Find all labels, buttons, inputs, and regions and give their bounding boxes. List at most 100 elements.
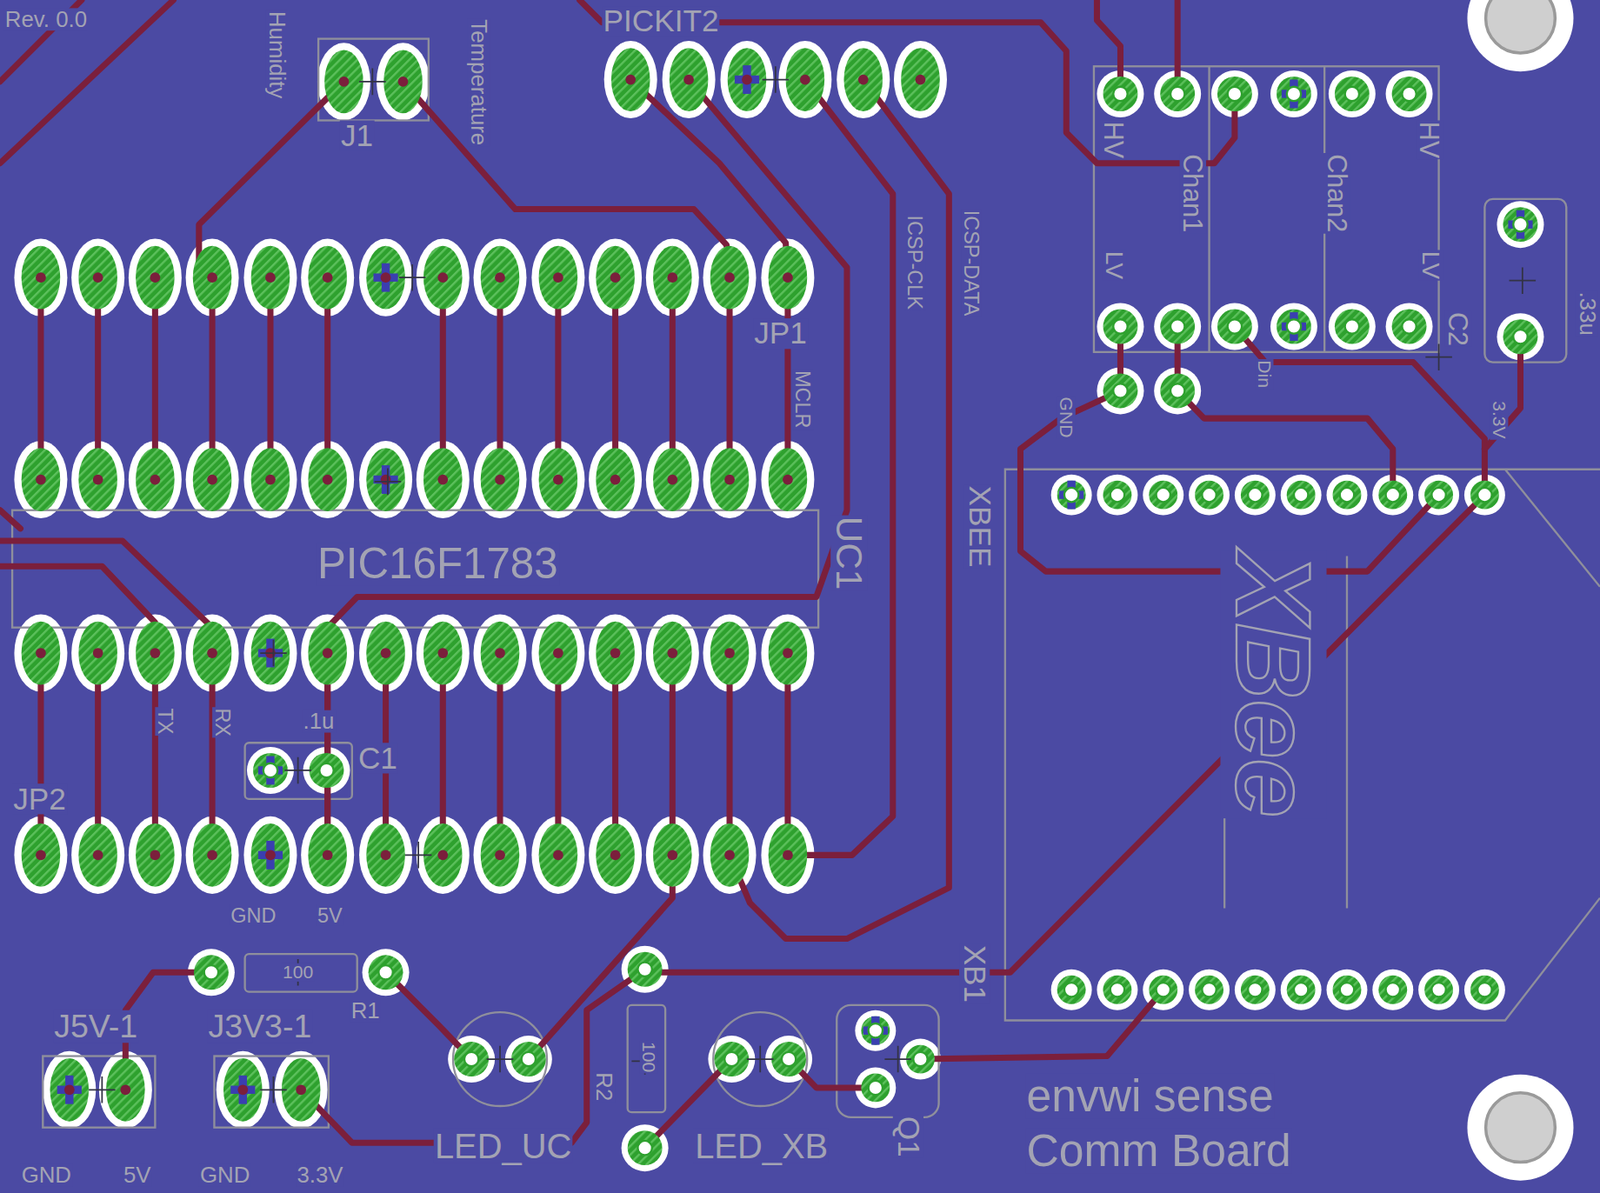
pad-clearance: [588, 613, 642, 692]
drill-hole: [1401, 319, 1416, 334]
pad: [251, 246, 291, 310]
pad: [251, 447, 291, 512]
pad: [1160, 309, 1195, 345]
pad-clearance: [473, 440, 527, 519]
pad: [368, 954, 404, 990]
pad: [1103, 76, 1139, 112]
pad-clearance: [588, 816, 642, 894]
led-outline: [453, 1012, 547, 1107]
drill-hole: [494, 272, 506, 283]
pad-clearance: [893, 40, 947, 119]
pad-clearance: [703, 613, 757, 692]
pad-clearance: [1418, 969, 1460, 1011]
silkscreen-label: GND: [1057, 395, 1076, 439]
pad-clearance: [186, 613, 240, 692]
pad-clearance: [531, 440, 585, 519]
origin-cross: [374, 468, 402, 496]
pad-clearance: [854, 1066, 896, 1108]
pad: [1392, 76, 1427, 112]
silkscreen-label: Din: [1254, 359, 1274, 389]
pad: [1194, 480, 1224, 510]
drill-hole: [93, 474, 104, 486]
pad-clearance: [1211, 70, 1259, 118]
drill-hole: [1401, 86, 1416, 101]
pad-clearance: [1270, 303, 1318, 351]
pad: [768, 823, 808, 887]
drill-hole: [625, 74, 636, 86]
silkscreen-label: LED_XB: [693, 1128, 829, 1164]
copper-trace: [1484, 336, 1520, 449]
pad: [281, 1058, 321, 1122]
pad-clearance: [1326, 969, 1368, 1011]
drill-hole: [521, 1052, 536, 1067]
pad-clearance: [1096, 969, 1138, 1011]
pad-clearance: [473, 239, 527, 317]
pad: [1103, 373, 1139, 408]
drill-hole: [150, 272, 161, 283]
pad: [843, 47, 883, 112]
silkscreen-label: JP1: [753, 318, 808, 349]
pad: [324, 50, 364, 114]
header-outline: [318, 39, 429, 121]
drill-hole: [437, 272, 448, 283]
pad: [1333, 480, 1362, 510]
drill-hole: [437, 647, 448, 659]
pad-clearance: [646, 239, 700, 317]
pad-clearance: [1328, 70, 1376, 118]
pad-clearance: [416, 440, 470, 519]
pad: [1148, 480, 1178, 510]
pad-clearance: [300, 816, 354, 894]
copper-trace: [403, 81, 731, 278]
copper-trace: [1234, 326, 1486, 496]
silkscreen-label: ICSP-CLK: [905, 213, 926, 311]
mounting-hole: [1466, 1074, 1574, 1181]
pad-clearance: [128, 239, 182, 317]
silkscreen-label: TX: [154, 706, 175, 735]
pad: [539, 621, 579, 686]
pad-clearance: [300, 440, 354, 519]
pad-clearance: [13, 816, 67, 894]
origin-cross: [284, 757, 312, 785]
drill-hole: [800, 74, 811, 86]
pad: [669, 47, 709, 112]
drill-hole: [494, 474, 506, 486]
drill-hole: [35, 474, 47, 486]
pad: [453, 1041, 489, 1077]
pad: [193, 246, 233, 310]
pad: [251, 823, 291, 887]
pad-clearance: [1496, 200, 1544, 248]
pad-clearance: [71, 816, 125, 894]
pad-clearance: [128, 816, 182, 894]
pad-clearance: [1326, 474, 1368, 516]
pad-clearance: [1142, 474, 1184, 516]
pad-clearance: [531, 816, 585, 894]
silkscreen-label: LED_UC: [433, 1128, 574, 1164]
pad: [627, 1130, 663, 1166]
drill-hole: [1286, 86, 1301, 101]
pad-clearance: [621, 946, 669, 994]
pad-clearance: [1188, 969, 1230, 1011]
drill-hole: [1386, 982, 1400, 997]
led-outline: [713, 1012, 807, 1107]
pad: [771, 1041, 807, 1077]
drill-hole: [683, 74, 694, 86]
pad-clearance: [531, 613, 585, 692]
pad: [595, 823, 635, 887]
pad: [78, 823, 118, 887]
header-outline: [42, 1056, 155, 1128]
silkscreen-label: MCLR: [793, 369, 814, 430]
origin-cross: [359, 68, 387, 96]
pad-clearance: [359, 440, 413, 519]
drill-hole: [35, 647, 47, 659]
drill-hole: [610, 474, 621, 486]
origin-cross: [405, 841, 433, 869]
pad-clearance: [13, 239, 67, 317]
pad: [710, 447, 750, 512]
drill-hole: [1227, 86, 1242, 101]
pad-clearance: [646, 440, 700, 519]
drill-hole: [93, 850, 104, 861]
pad: [1424, 480, 1454, 510]
pad: [307, 447, 347, 512]
pad: [1103, 975, 1133, 1005]
